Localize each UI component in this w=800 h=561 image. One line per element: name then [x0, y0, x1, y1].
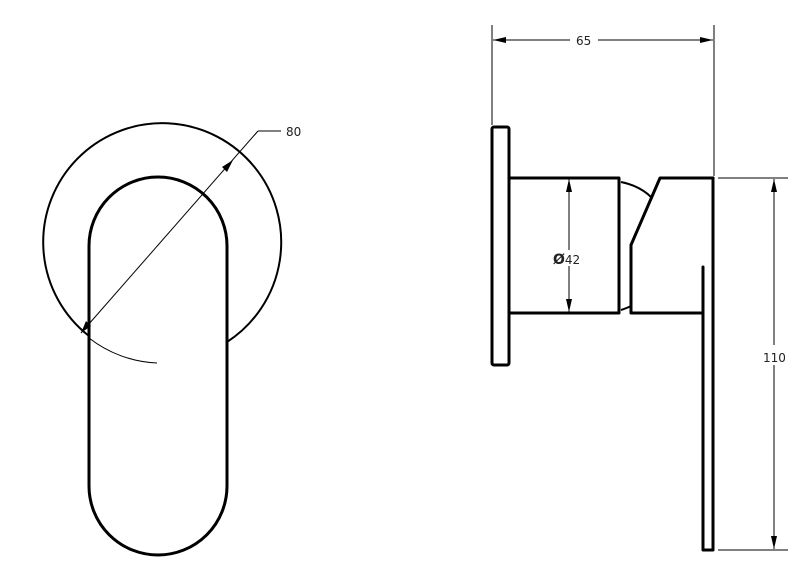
depth-arrow-left	[493, 37, 506, 43]
diameter-symbol: Ø	[553, 252, 565, 268]
front-view: 80	[42, 122, 301, 557]
lever-hub	[629, 176, 715, 315]
handle-outline	[87, 175, 229, 557]
cover-plate-outline	[42, 122, 283, 343]
depth-arrow-right	[700, 37, 713, 43]
height-arrow-top	[771, 179, 777, 192]
body-diameter-arrow-bottom	[566, 299, 572, 312]
valve-body	[507, 176, 621, 315]
body-diameter-label: Ø42	[553, 252, 580, 268]
cover-plate-hidden-arc	[88, 337, 158, 364]
body-curve-top	[620, 181, 652, 198]
height-label: 110	[763, 351, 786, 365]
diameter-label: 80	[286, 125, 301, 139]
depth-label: 65	[576, 34, 591, 48]
lever-arm	[701, 176, 715, 552]
diameter-arrow-bottom	[81, 321, 91, 333]
wall-plate	[490, 125, 511, 367]
height-arrow-bottom	[771, 536, 777, 549]
body-diameter-arrow-top	[566, 179, 572, 192]
diameter-arrow-top	[222, 160, 233, 172]
side-view: Ø42 65 110	[490, 25, 788, 552]
